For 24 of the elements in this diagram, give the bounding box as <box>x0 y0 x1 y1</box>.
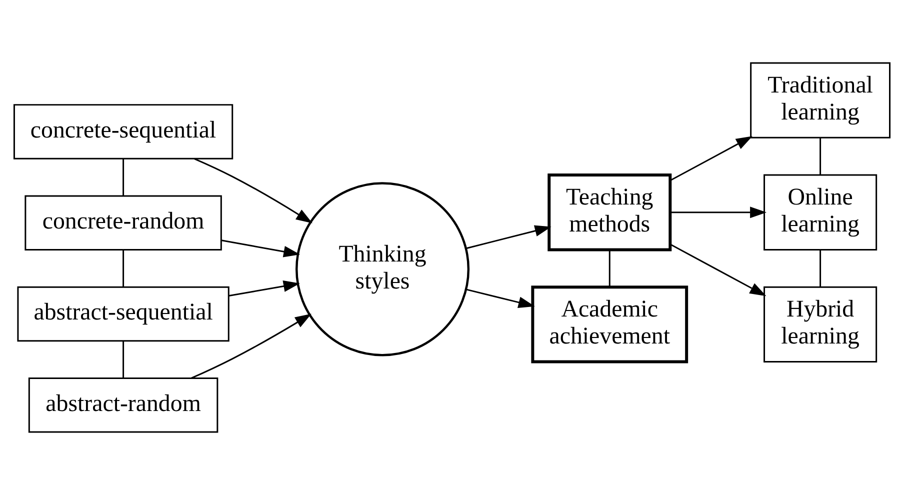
arrow <box>191 314 312 379</box>
arrow <box>670 136 752 181</box>
node-box: Online learning <box>764 174 878 250</box>
node-box: Traditional learning <box>750 62 891 138</box>
arrow <box>670 244 766 296</box>
node-box: Hybrid learning <box>764 286 878 363</box>
arrow <box>466 225 552 250</box>
connector <box>122 341 124 378</box>
connector <box>820 250 822 287</box>
arrow <box>194 158 312 224</box>
arrow <box>222 240 300 258</box>
node-box: abstract-random <box>28 377 218 433</box>
connector <box>122 158 124 196</box>
node-box: abstract-sequential <box>17 286 230 342</box>
node-box: Academic achievement <box>531 286 688 364</box>
connector <box>122 250 124 287</box>
node-box: concrete-sequential <box>13 104 234 160</box>
connector <box>820 138 822 175</box>
arrow <box>466 288 535 308</box>
node-box: Teaching methods <box>548 174 672 252</box>
connector <box>608 250 610 287</box>
arrow <box>228 280 300 296</box>
arrow <box>670 206 767 218</box>
node-box: concrete-random <box>24 195 222 250</box>
